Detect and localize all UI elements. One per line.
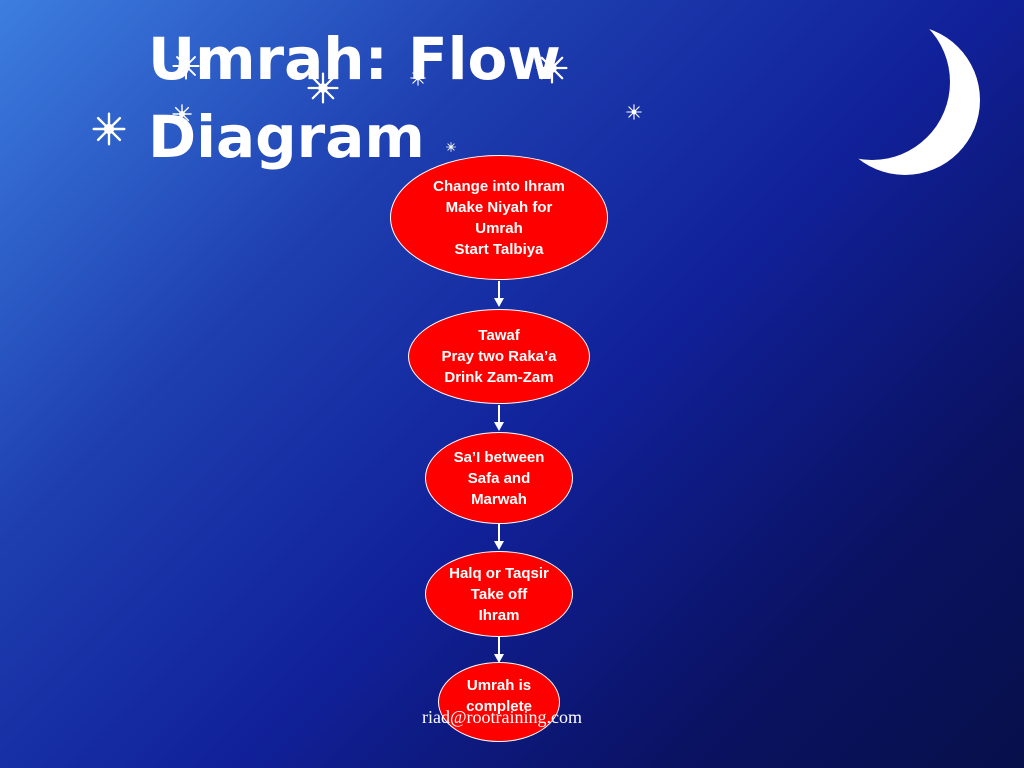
footer-email: riad@rootraining.com	[422, 707, 583, 727]
flow-arrow	[494, 524, 504, 550]
flow-arrow	[494, 405, 504, 431]
flow-node-halq: Halq or Taqsir Take off Ihram	[425, 551, 573, 637]
flow-arrow	[494, 281, 504, 307]
crescent-moon-icon	[830, 25, 980, 175]
flow-node-tawaf: Tawaf Pray two Raka’a Drink Zam-Zam	[408, 309, 590, 404]
star-icon	[536, 52, 568, 84]
star-icon	[92, 112, 126, 146]
star-icon	[446, 142, 456, 152]
flow-node-complete: Umrah is complete	[438, 662, 560, 742]
star-icon	[410, 70, 426, 86]
flow-node-sai: Sa’I between Safa and Marwah	[425, 432, 573, 524]
flow-node-ihram: Change into Ihram Make Niyah for Umrah S…	[390, 155, 608, 280]
flow-arrow	[494, 637, 504, 663]
star-icon	[172, 52, 200, 80]
star-icon	[172, 104, 192, 124]
star-icon	[626, 104, 642, 120]
star-icon	[307, 72, 339, 104]
slide-title: Umrah: Flow Diagram	[148, 25, 561, 171]
